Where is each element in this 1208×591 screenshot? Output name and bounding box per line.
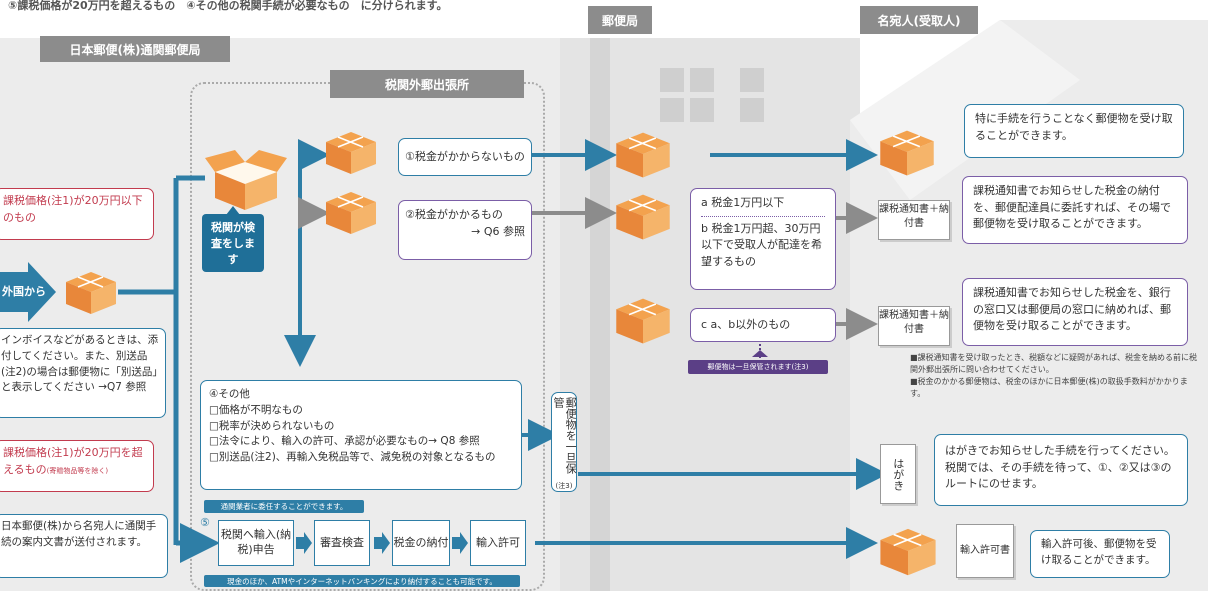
- window: [690, 68, 714, 92]
- recipient-note: ■税金のかかる郵便物は、税金のほかに日本郵便(株)の取扱手数料がかかります。: [910, 377, 1188, 398]
- other-item: □税率が決められないもの: [209, 419, 335, 432]
- import-permit-label: 輸入許可書: [960, 545, 1010, 556]
- recipient-r5: 輸入許可後、郵便物を受け取ることができます。: [1030, 530, 1170, 578]
- tax-over-200k-small: (寄贈物品等を除く): [46, 466, 109, 475]
- cat1-box: ①税金がかからないもの: [398, 138, 532, 176]
- post-main-header: 日本郵便(株)通関郵便局: [40, 36, 230, 62]
- recipient-header: 名宛人(受取人): [860, 6, 978, 34]
- step-permit: 輸入許可: [470, 520, 526, 566]
- post-office-pillar: [590, 38, 610, 591]
- window: [740, 98, 764, 122]
- post-a: a 税金1万円以下: [701, 195, 825, 217]
- other-item: □価格が不明なもの: [209, 403, 303, 416]
- post-c: c a、b以外のもの: [701, 317, 791, 331]
- tax-notice-card-label: 課税通知書＋納付書: [879, 204, 949, 229]
- agent-delegate-tag: 通関業者に委任することができます。: [204, 500, 364, 513]
- package-icon: [880, 528, 936, 576]
- cat2-label: ②税金がかかるもの: [405, 208, 503, 221]
- recipient-r4: はがきでお知らせした手続を行ってください。税関では、その手続を待って、①、②又は…: [934, 434, 1188, 506]
- import-permit-card: 輸入許可書: [956, 524, 1014, 578]
- recipient-r3: 課税通知書でお知らせした税金を、銀行の窓口又は郵便局の窓口に納めれば、郵便物を受…: [962, 278, 1188, 346]
- from-abroad-label: 外国から: [2, 285, 46, 298]
- post-ab-box: a 税金1万円以下 b 税金1万円超、30万円以下で受取人が配達を希望するもの: [690, 188, 836, 290]
- other-title: ④その他: [209, 388, 250, 400]
- tax-under-200k-box: 課税価格(注1)が20万円以下のもの: [0, 188, 154, 240]
- hold-tag: 郵便物は一旦保管されます(注3): [688, 360, 828, 374]
- post-c-box: c a、b以外のもの: [690, 308, 836, 342]
- window: [660, 98, 684, 122]
- tax-over-200k-label: 課税価格(注1)が20万円を超えるもの: [3, 446, 143, 476]
- payment-method-tag: 現金のほか、ATMやインターネットバンキングにより納付することも可能です。: [204, 575, 520, 587]
- step-payment: 税金の納付: [392, 520, 450, 566]
- package-icon: [880, 130, 934, 176]
- post-office-header: 郵便局: [588, 6, 652, 34]
- recipient-notes: ■課税通知書を受け取ったとき、税額などに疑問があれば、税金を納める前に税関外郵出…: [910, 352, 1200, 400]
- cat1-label: ①税金がかからないもの: [405, 149, 525, 163]
- inspect-badge: 税関が検査をします: [202, 214, 264, 272]
- hold-vertical-label: 郵便物を一旦保管: [552, 397, 578, 474]
- hold-vertical-note: (注3): [555, 481, 573, 490]
- window: [740, 68, 764, 92]
- step-declaration: 税関へ輸入(納税)申告: [218, 520, 294, 566]
- window: [690, 98, 714, 122]
- inspect-pointer: [226, 206, 240, 215]
- tax-notice-card-2-label: 課税通知書＋納付書: [879, 310, 949, 335]
- customs-header: 税関外郵出張所: [330, 70, 524, 98]
- other-box: ④その他 □価格が不明なもの □税率が決められないもの □法令により、輸入の許可…: [200, 380, 522, 490]
- recipient-note: ■課税通知書を受け取ったとき、税額などに疑問があれば、税金を納める前に税関外郵出…: [910, 353, 1197, 374]
- tax-over-200k-box: 課税価格(注1)が20万円を超えるもの(寄贈物品等を除く): [0, 440, 154, 492]
- guidance-notice-box: 日本郵便(株)から名宛人に通関手続の案内文書が送付されます。: [0, 514, 168, 578]
- package-icon: [616, 298, 670, 344]
- hold-vertical-box: 郵便物を一旦保管 (注3): [551, 392, 577, 492]
- package-icon: [616, 194, 670, 240]
- post-b: b 税金1万円超、30万円以下で受取人が配達を希望するもの: [701, 221, 822, 268]
- window: [660, 68, 684, 92]
- package-icon: [326, 192, 376, 234]
- package-icon: [326, 132, 376, 174]
- recipient-r1: 特に手続を行うことなく郵便物を受け取ることができます。: [964, 104, 1184, 158]
- cat2-ref: → Q6 参照: [471, 224, 525, 238]
- recipient-r2: 課税通知書でお知らせした税金の納付を、郵便配達員に委託すれば、その場で郵便物を受…: [962, 176, 1188, 244]
- postcard-label: はがき: [891, 457, 905, 491]
- top-note: ⑤課税価格が20万円を超えるもの ④その他の税関手続が必要なもの に分けられます…: [8, 0, 448, 12]
- step-inspection: 審査検査: [314, 520, 370, 566]
- postcard: はがき: [880, 444, 916, 504]
- tax-notice-card: 課税通知書＋納付書: [878, 200, 950, 240]
- step5-number: ⑤: [200, 516, 210, 529]
- other-item: □別送品(注2)、再輸入免税品等で、減免税の対象となるもの: [209, 451, 496, 463]
- inspect-label: 税関が検査をします: [211, 221, 255, 266]
- open-box-icon: [205, 150, 287, 210]
- package-icon: [616, 132, 670, 178]
- invoice-note: インボイスなどがあるときは、添付してください。また、別送品(注2)の場合は郵便物…: [0, 328, 166, 418]
- cat2-box: ②税金がかかるもの → Q6 参照: [398, 200, 532, 260]
- other-item: □法令により、輸入の許可、承認が必要なもの→ Q8 参照: [209, 435, 480, 448]
- package-icon: [66, 272, 116, 314]
- tax-notice-card-2: 課税通知書＋納付書: [878, 306, 950, 346]
